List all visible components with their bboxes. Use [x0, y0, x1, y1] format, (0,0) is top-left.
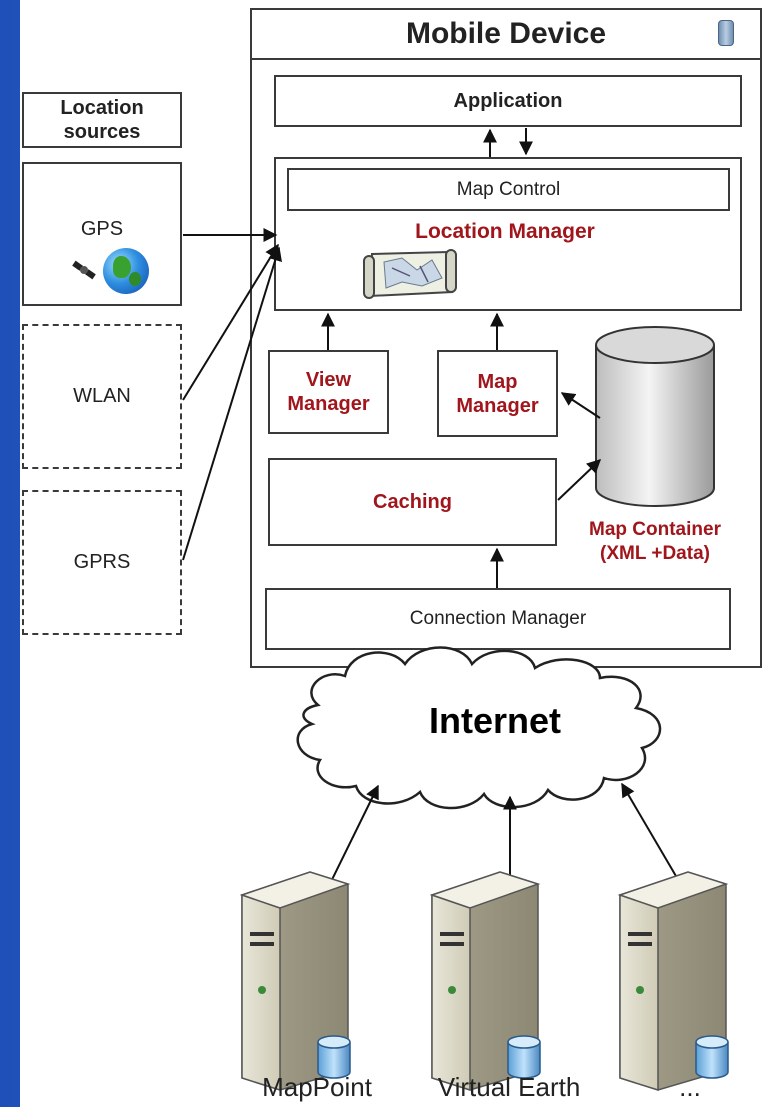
location-sources-header-text: Location sources: [60, 97, 144, 143]
application-label: Application: [453, 89, 563, 112]
mobile-phone-icon: [718, 20, 734, 46]
caching-label: Caching: [373, 490, 452, 513]
mobile-device-title-bar: Mobile Device: [250, 8, 762, 60]
application-box: Application: [274, 75, 742, 127]
gps-source-box: GPS: [22, 162, 182, 306]
view-manager-box: View Manager: [268, 350, 389, 434]
connection-manager-label: Connection Manager: [409, 608, 587, 629]
map-manager-box: Map Manager: [437, 350, 558, 437]
mobile-device-title: Mobile Device: [405, 17, 607, 50]
location-sources-header: Location sources: [22, 92, 182, 148]
map-control-box: Map Control: [287, 168, 730, 211]
map-control-label: Map Control: [456, 178, 561, 200]
server-label-more: ...: [679, 1072, 701, 1102]
view-manager-label: View Manager: [287, 369, 370, 415]
satellite-icon: [72, 260, 98, 280]
wlan-label: WLAN: [73, 385, 131, 407]
wlan-source-box: WLAN: [22, 324, 182, 469]
gprs-label: GPRS: [73, 551, 131, 573]
server-label-virtual-earth: Virtual Earth: [437, 1072, 581, 1102]
map-container-label: Map Container (XML +Data): [589, 519, 721, 564]
connection-manager-box: Connection Manager: [265, 588, 731, 650]
gps-label: GPS: [80, 218, 124, 240]
map-icon: [362, 248, 458, 300]
internet-label: Internet: [428, 700, 561, 741]
caching-box: Caching: [268, 458, 557, 546]
server-label-mappoint: MapPoint: [262, 1072, 372, 1102]
location-manager-label: Location Manager: [415, 220, 595, 243]
map-manager-label: Map Manager: [456, 370, 539, 417]
gprs-source-box: GPRS: [22, 490, 182, 635]
globe-icon: [103, 248, 149, 294]
